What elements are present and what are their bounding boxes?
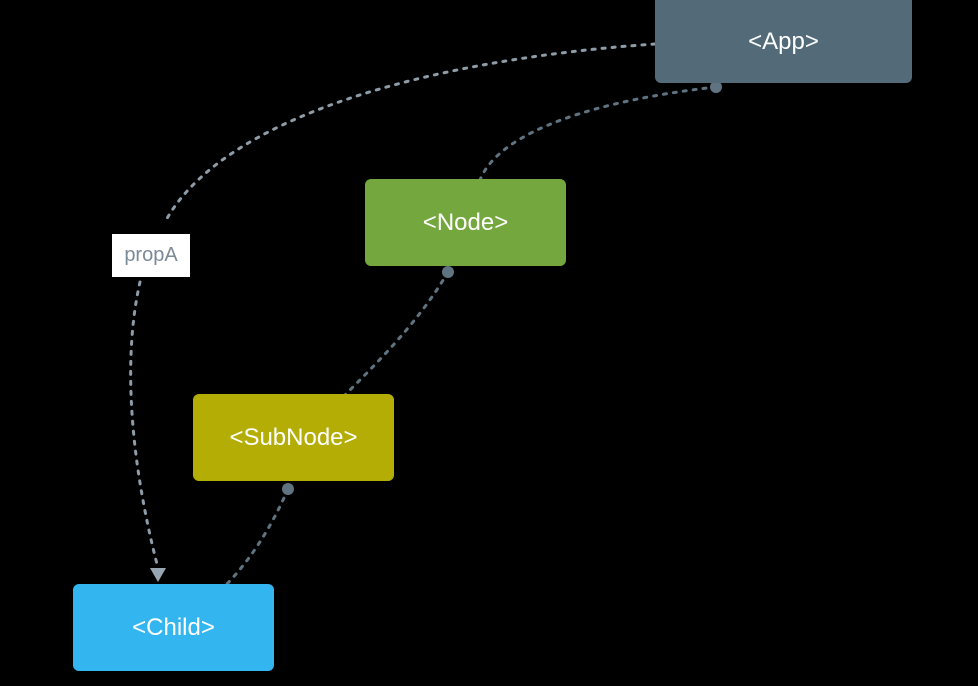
connector-app-node — [478, 85, 718, 182]
connector-subnode-child — [224, 487, 290, 587]
connector-dot-subnode — [282, 483, 294, 495]
connector-dot-node — [442, 266, 454, 278]
subnode-node-label: <SubNode> — [229, 423, 358, 451]
node-node-label: <Node> — [422, 208, 509, 236]
subnode-node: <SubNode> — [193, 394, 394, 481]
prop-arrow-head — [150, 568, 166, 582]
prop-arrow-line — [129, 42, 657, 570]
child-node-label: <Child> — [132, 613, 215, 641]
prop-label: propA — [112, 234, 190, 277]
app-node-label: <App> — [748, 27, 819, 55]
connector-node-subnode — [343, 270, 450, 397]
connector-dot-app — [710, 81, 722, 93]
app-node: <App> — [655, 0, 912, 83]
node-node: <Node> — [365, 179, 566, 266]
prop-label-text: propA — [124, 244, 178, 266]
child-node: <Child> — [73, 584, 274, 671]
